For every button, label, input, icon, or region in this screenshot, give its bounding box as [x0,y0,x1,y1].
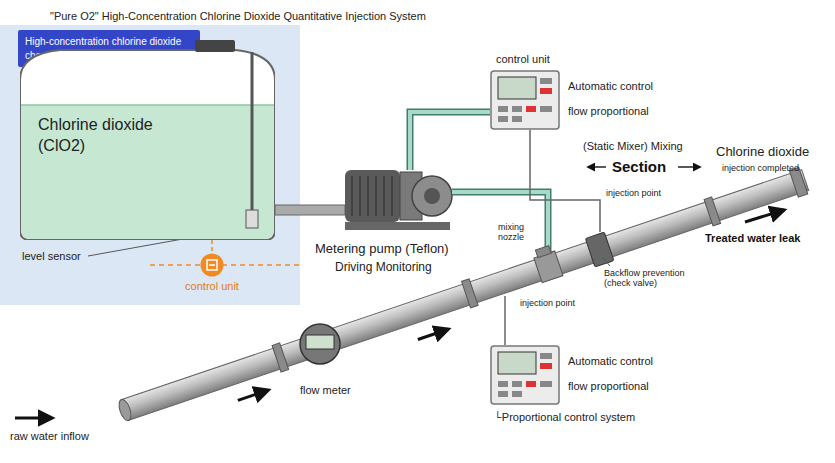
dashed-connector [211,240,213,253]
control-dashed-line [150,264,300,266]
part-label: flow meter [300,384,351,397]
node-text: control unit [496,53,550,65]
metering-pump [345,170,452,230]
button [498,116,508,122]
pump-head [412,176,452,216]
liquid [21,105,274,239]
dosing-tube [410,112,490,170]
part-label: injection completed [722,163,799,173]
tank-outlet-pipe [275,205,345,215]
tank-node: Chlorine dioxide (ClO2) [20,40,275,240]
button [540,88,552,94]
button [540,363,552,369]
button [526,381,536,387]
node-subtext: Automatic control flow proportional [568,74,664,124]
housing [491,71,559,129]
level-sensor [246,210,258,228]
button [540,78,552,84]
motor-fin [367,176,369,216]
flow-arrow [238,390,268,400]
meter-display [306,335,334,349]
outflow-arrow [745,210,784,222]
section-bracket [678,166,700,168]
flow-meter [300,324,340,364]
motor-fin [359,176,361,216]
icon-glyph [209,264,215,266]
part-label: mixing nozzle [498,222,542,243]
section-bracket [588,166,606,168]
liquid-level [21,104,274,106]
pipe-flange [462,279,479,308]
pump-base [345,222,450,230]
motor-fin [383,176,385,216]
screen [498,352,536,374]
button [512,381,522,387]
button [498,381,508,387]
tank-cap [195,40,235,52]
button [540,381,552,387]
tank-body [20,50,275,240]
sensor-probe [251,52,254,212]
part-label: (Static Mixer) Mixing [583,140,683,153]
screen [498,77,536,99]
meter-body [300,324,340,364]
diagram-title: "Pure O2" High-Concentration Chlorine Di… [50,10,426,23]
flow-arrow [418,329,448,339]
node-text: Automatic control flow proportional [568,349,664,399]
dosing-tube [452,192,548,256]
part-label: Driving Monitoring [335,261,432,275]
part-label: Backflow prevention (check valve) [604,268,704,289]
dosing-tube [410,112,490,170]
inflow-arrow [15,417,52,420]
motor-fin [391,176,393,216]
icon-glyph [207,260,217,270]
injection-stub [535,246,551,258]
pump-motor [345,170,400,222]
control-unit-box [490,70,560,130]
signal-wire [504,296,506,345]
control-icon [200,253,224,277]
dosing-tube [452,192,548,256]
control-unit-box [490,345,560,405]
leader-line [603,258,610,266]
button [512,391,522,397]
part-label: raw water inflow [10,430,89,443]
tank-panel [0,25,300,305]
button [540,353,552,359]
part-label: Section [612,158,666,175]
node-subtext: └Proportional control system [494,411,635,423]
check-valve [585,232,614,267]
part-label: Chlorine dioxide [716,145,809,160]
part-label: Treated water leak [705,232,800,245]
pipe-flange [272,343,289,372]
motor-fin [351,176,353,216]
button [512,116,522,122]
part-label: injection point [606,188,661,198]
motor-fins [352,176,392,216]
node-text: Chlorine dioxide (ClO2) [38,115,188,157]
control-icon-node: control unit [200,253,224,277]
button [512,106,522,112]
button [540,106,552,112]
part-label: injection point [520,298,575,308]
motor-fin [375,176,377,216]
node-text: control unit [185,280,239,292]
housing [491,346,559,404]
button [498,106,508,112]
pipe-flange [704,197,721,226]
button [526,106,536,112]
part-label: level sensor [22,250,81,263]
pipe-end [117,398,134,422]
control-unit: Automatic control flow proportional└Prop… [490,345,560,405]
control-unit: control unitAutomatic control flow propo… [490,70,560,130]
button [498,391,508,397]
icon-circle [201,254,224,277]
pump-head-center [424,188,440,204]
part-label: Metering pump (Teflon) [315,242,449,257]
